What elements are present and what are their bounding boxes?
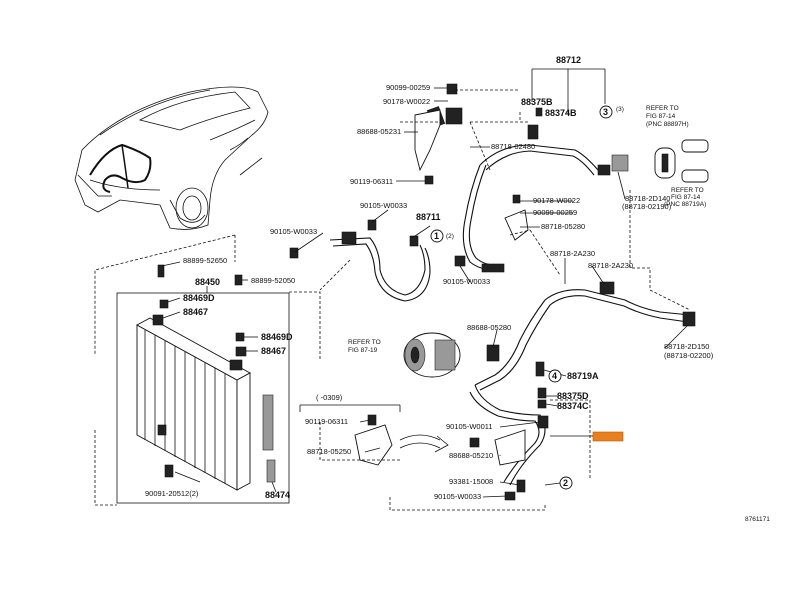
label-90105-w0033-b: 90105-W0033 xyxy=(270,227,317,236)
diagram-id: 8761171 xyxy=(745,516,770,523)
label-88688-05231: 88688-05231 xyxy=(357,127,401,136)
callout-circle-1 xyxy=(430,229,444,243)
label-88718-02200: (88718-02200) xyxy=(664,351,714,360)
refer-a-line2: FIG 87-14 xyxy=(646,113,676,120)
refer-c-line1: REFER TO xyxy=(348,339,381,346)
label-88718-2a230-b: 88718-2A230 xyxy=(588,261,633,270)
callout-2: 2 xyxy=(563,478,568,488)
reference-frames xyxy=(299,68,691,511)
label-90105-w0033-a: 90105-W0033 xyxy=(360,201,407,210)
label-88688-05210: 88688-05210 xyxy=(449,451,493,460)
label-90178-w0022-top: 90178-W0022 xyxy=(383,97,430,106)
label-88374c: 88374C xyxy=(557,401,589,411)
label-90099-00259-mid: 90099-00259 xyxy=(533,208,577,217)
label-88899-52050: 88899-52050 xyxy=(251,276,295,285)
refer-b-line1: REFER TO xyxy=(671,187,704,194)
label-88375b: 88375B xyxy=(521,97,553,107)
label-88718-05280: 88718-05280 xyxy=(541,222,585,231)
label-88712: 88712 xyxy=(556,55,581,65)
label-90178-w0022-mid: 90178-W0022 xyxy=(533,196,580,205)
refer-c-line2: FIG 87-19 xyxy=(348,347,378,354)
refer-a-line1: REFER TO xyxy=(646,105,679,112)
callout-4: 4 xyxy=(552,371,557,381)
refer-b-line2: FIG 87-14 xyxy=(671,194,701,201)
label-88467-b: 88467 xyxy=(261,346,286,356)
callout-circle-4 xyxy=(548,369,562,383)
label-88718-2a230-a: 88718-2A230 xyxy=(550,249,595,258)
part-labels: 90099-00259 90178-W0022 88688-05231 9011… xyxy=(145,55,770,523)
label-88450: 88450 xyxy=(195,277,220,287)
label-88474: 88474 xyxy=(265,490,290,500)
label-88718-02190: (88718-02190) xyxy=(622,202,672,211)
hose-assemblies xyxy=(289,83,709,501)
label-88711: 88711 xyxy=(416,212,441,222)
label-88688-05280: 88688-05280 xyxy=(467,323,511,332)
label-90105-w0033-c: 90105-W0033 xyxy=(443,277,490,286)
car-illustration xyxy=(74,86,269,230)
condenser-fins xyxy=(144,330,226,484)
leader-lines xyxy=(294,87,689,498)
label-90119-06311-low: 90119-06311 xyxy=(305,417,348,426)
label-88719a: 88719A xyxy=(567,371,599,381)
label-90099-00259-top: 90099-00259 xyxy=(386,83,430,92)
label-88467-a: 88467 xyxy=(183,307,208,317)
callout-1-note: (2) xyxy=(446,233,454,240)
date-note: ( -0309) xyxy=(316,393,343,402)
label-88469d-a: 88469D xyxy=(183,293,215,303)
label-93381-15008: 93381-15008 xyxy=(449,477,493,486)
condenser-group xyxy=(94,234,321,506)
label-88718-2d140: 88718-2D140 xyxy=(625,194,670,203)
label-90119-06311-top: 90119-06311 xyxy=(350,177,393,186)
callout-3: 3 xyxy=(603,107,608,117)
callout-1: 1 xyxy=(434,231,439,241)
refer-b-line3: (PNC 88719A) xyxy=(664,201,706,208)
label-88469d-b: 88469D xyxy=(261,332,293,342)
label-90091-20512: 90091-20512(2) xyxy=(145,489,199,498)
label-90105-w0011: 90105-W0011 xyxy=(446,422,493,431)
label-88375d: 88375D xyxy=(557,391,589,401)
label-88718-05250: 88718-05250 xyxy=(307,447,351,456)
refer-a-line3: (PNC 88897H) xyxy=(646,121,689,128)
label-88899-52650: 88899-52650 xyxy=(183,256,227,265)
label-88374b: 88374B xyxy=(545,108,577,118)
callout-3-note: (3) xyxy=(616,106,624,113)
label-88718-2d150: 88718-2D150 xyxy=(664,342,709,351)
highlight-marker xyxy=(592,431,624,442)
label-90105-w0033-d: 90105-W0033 xyxy=(434,492,481,501)
label-88718-02480: 88718-02480 xyxy=(491,142,535,151)
callout-circle-3 xyxy=(599,105,613,119)
